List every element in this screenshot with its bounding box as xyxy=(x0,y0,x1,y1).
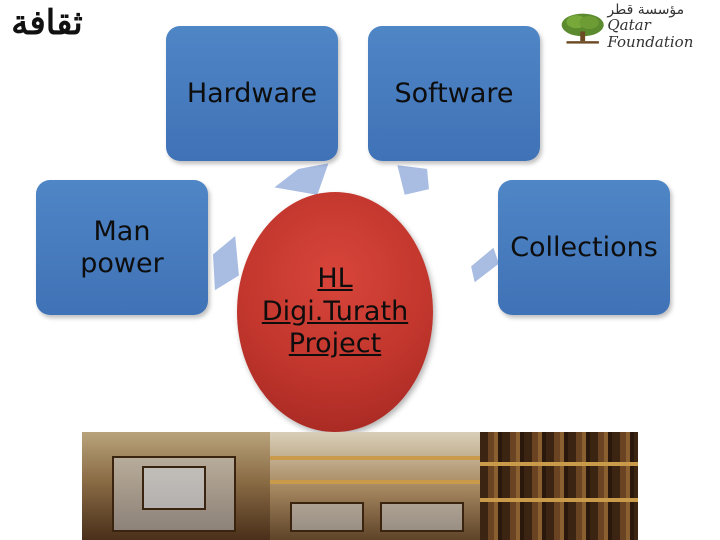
arrow-software xyxy=(394,162,432,198)
software-label: Software xyxy=(394,77,514,109)
library-photo-strip xyxy=(82,432,638,540)
thaqafa-logo: ثقافة xyxy=(4,6,90,62)
library-photo-bookshelves xyxy=(480,432,638,540)
hardware-label: Hardware xyxy=(186,77,318,109)
arrow-hardware xyxy=(269,160,332,198)
library-photo-reading-hall xyxy=(270,432,480,540)
thaqafa-logo-text: ثقافة xyxy=(11,3,83,43)
collections-box: Collections xyxy=(498,180,670,315)
project-label: HL Digi.Turath Project xyxy=(261,263,409,360)
qatar-foundation-english: Qatar Foundation xyxy=(607,16,694,51)
arrow-manpower xyxy=(210,232,242,294)
manpower-box: Man power xyxy=(36,180,208,315)
collections-label: Collections xyxy=(510,231,658,263)
hardware-box: Hardware xyxy=(166,26,338,161)
arrow-collections xyxy=(468,244,502,286)
qatar-foundation-arabic: مؤسسة قطر xyxy=(607,2,685,18)
software-box: Software xyxy=(368,26,540,161)
manpower-label: Man power xyxy=(80,215,164,279)
project-circle: HL Digi.Turath Project xyxy=(237,192,433,432)
qatar-foundation-text: مؤسسة قطر Qatar Foundation xyxy=(607,3,716,50)
qatar-foundation-logo: مؤسسة قطر Qatar Foundation xyxy=(560,3,716,50)
tree-icon xyxy=(561,13,604,44)
library-photo-display-case xyxy=(82,432,270,540)
